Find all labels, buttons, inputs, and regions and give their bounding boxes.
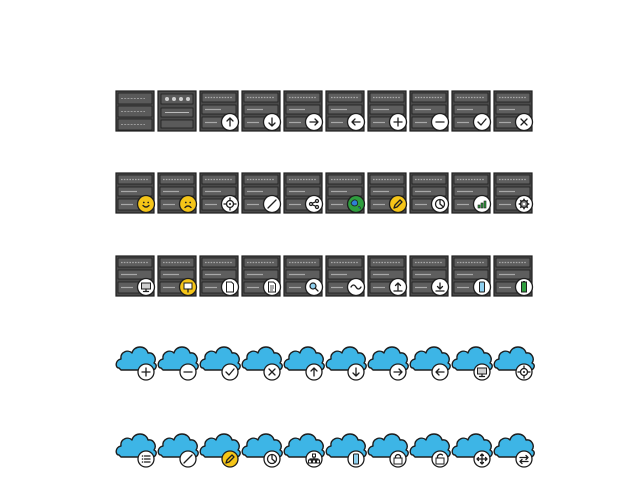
cloud-edit-icon (199, 425, 241, 469)
server-row-1 (115, 90, 535, 134)
server-pie-chart-icon (409, 172, 451, 216)
cloud-unlocked-icon (409, 425, 451, 469)
cloud-target-icon (493, 338, 535, 382)
server-search-icon (283, 255, 325, 299)
server-arrow-down-icon (241, 90, 283, 134)
cloud-back-icon (409, 338, 451, 382)
server-mobile-icon (451, 255, 493, 299)
server-settings-icon (493, 172, 535, 216)
server-globe-icon (325, 172, 367, 216)
server-shield-icon (157, 255, 199, 299)
server-blocked-icon (241, 172, 283, 216)
cloud-forward-icon (367, 338, 409, 382)
cloud-row-1 (115, 338, 535, 384)
server-arrow-left-icon (325, 90, 367, 134)
server-delete-icon (493, 90, 535, 134)
cloud-network-icon (283, 425, 325, 469)
cloud-move-icon (451, 425, 493, 469)
cloud-monitor-icon (451, 338, 493, 382)
cloud-row-2 (115, 425, 535, 471)
server-upload-icon (367, 255, 409, 299)
cloud-list-icon (115, 425, 157, 469)
cloud-blocked-icon (157, 425, 199, 469)
server-battery-icon (493, 255, 535, 299)
cloud-add-icon (115, 338, 157, 382)
server-check-icon (451, 90, 493, 134)
server-wave-icon (325, 255, 367, 299)
cloud-remove-icon (157, 338, 199, 382)
cloud-mobile-icon (325, 425, 367, 469)
server-signal-icon (451, 172, 493, 216)
server-document-icon (241, 255, 283, 299)
server-remove-icon (409, 90, 451, 134)
cloud-check-icon (199, 338, 241, 382)
server-happy-icon (115, 172, 157, 216)
server-file-icon (199, 255, 241, 299)
server-add-icon (367, 90, 409, 134)
server-monitor-icon (115, 255, 157, 299)
cloud-delete-icon (241, 338, 283, 382)
server-row-2 (115, 172, 535, 216)
cloud-upload-icon (283, 338, 325, 382)
server-sad-icon (157, 172, 199, 216)
cloud-download-icon (325, 338, 367, 382)
cloud-pie-chart-icon (241, 425, 283, 469)
cloud-locked-icon (367, 425, 409, 469)
cloud-sync-icon (493, 425, 535, 469)
server-arrow-right-icon (283, 90, 325, 134)
server-rack-2u-icon (157, 90, 199, 134)
server-download-icon (409, 255, 451, 299)
server-share-icon (283, 172, 325, 216)
server-target-icon (199, 172, 241, 216)
server-rack-1u-icon (115, 90, 157, 134)
server-row-3 (115, 255, 535, 299)
server-arrow-up-icon (199, 90, 241, 134)
server-edit-icon (367, 172, 409, 216)
